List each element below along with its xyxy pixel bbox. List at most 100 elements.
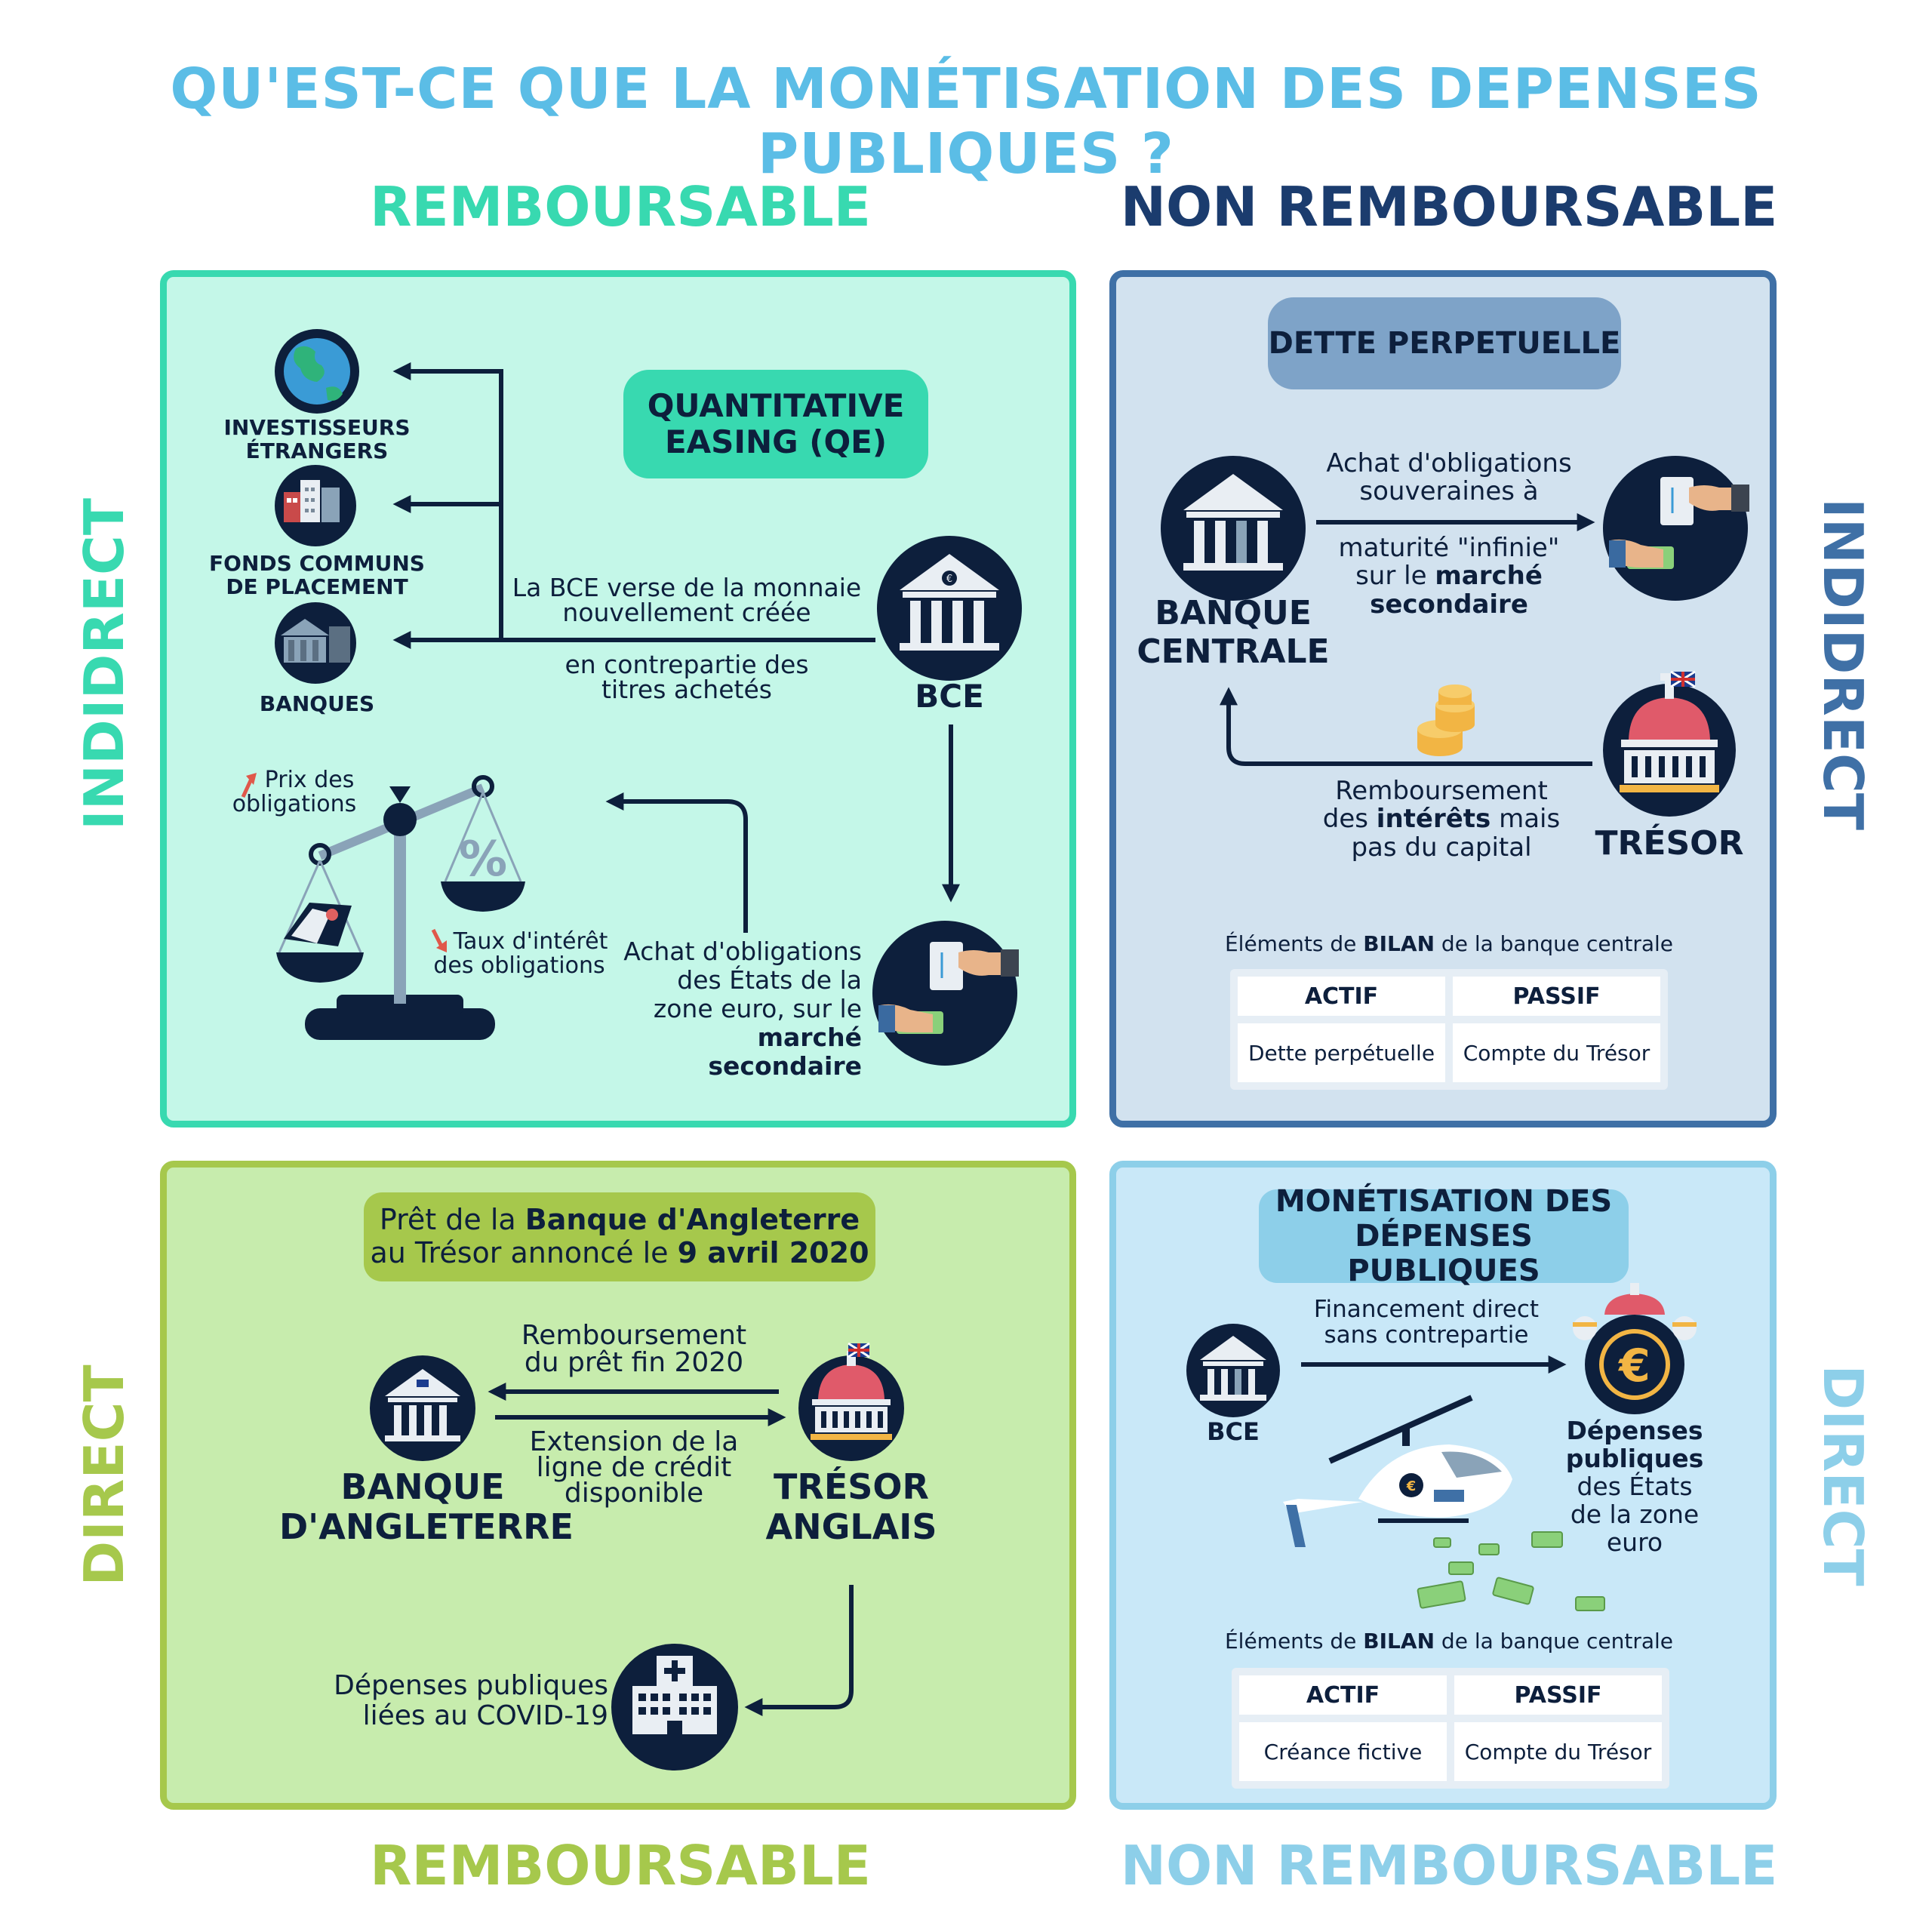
qe-pill-line1: QUANTITATIVE [647, 386, 905, 424]
column-header-right-top: NON REMBOURSABLE [1120, 175, 1778, 238]
bank-icon [275, 602, 356, 684]
column-header-left-bottom: REMBOURSABLE [370, 1834, 871, 1897]
perpetual-maturity-label: maturité "infinie" sur le marché seconda… [1313, 534, 1585, 619]
covid-spending-label: Dépenses publiques liées au COVID-19 [317, 1671, 608, 1730]
bond-price-line1: Prix des [264, 767, 355, 793]
funds-line2: DE PLACEMENT [226, 574, 408, 599]
svg-text:€: € [1617, 1340, 1651, 1392]
banks-label: BANQUES [259, 691, 375, 716]
buildings-icon [275, 465, 356, 546]
repayment-line3: pas du capital [1351, 832, 1532, 863]
qe-flow-bottom-line2: titres achetés [601, 675, 772, 704]
bce-bank-icon: € [877, 536, 1022, 681]
monet-pill-line2: DÉPENSES PUBLIQUES [1347, 1219, 1540, 1288]
bond-exchange-icon [872, 921, 1019, 1066]
euro-spending-line3: des États [1577, 1471, 1693, 1501]
qe-flow-bottom: en contrepartie des titres achetés [498, 652, 875, 702]
boe-bank-icon [370, 1355, 475, 1461]
funds-line1: FONDS COMMUNS [209, 551, 425, 576]
covid-spending-line2: liées au COVID-19 [362, 1700, 608, 1731]
repayment-line2: des intérêts mais [1313, 805, 1570, 833]
funds-label: FONDS COMMUNS DE PLACEMENT [196, 552, 438, 599]
perpetual-maturity-line2: sur le marché [1313, 562, 1585, 590]
qe-flow-top-line2: nouvellement créée [562, 598, 811, 627]
perpetual-maturity-line1: maturité "infinie" [1338, 533, 1560, 563]
banknotes-icon [1417, 1531, 1605, 1611]
euro-spending-line5: euro [1606, 1527, 1663, 1557]
monet-bilan-caption-bold: BILAN [1363, 1629, 1435, 1654]
interest-rate-line1: Taux d'intérêt [453, 928, 608, 955]
monet-pill-line1: MONÉTISATION DES [1275, 1184, 1613, 1219]
central-bank-icon [1161, 456, 1306, 601]
boe-arrows [488, 1383, 854, 1716]
investors-label: INVESTISSEURS ÉTRANGERS [196, 415, 438, 463]
loan-repayment-line2: du prêt fin 2020 [524, 1347, 744, 1378]
direct-financing-label: Financement direct sans contrepartie [1298, 1297, 1555, 1348]
perpetual-pill: DETTE PERPETUELLE [1268, 297, 1621, 389]
uk-flag-icon [1670, 670, 1696, 688]
qe-purchase-label: Achat d'obligations des États de la zone… [604, 937, 862, 1081]
credit-extension-label: Extension de la ligne de crédit disponib… [498, 1428, 770, 1509]
helicopter-icon: € [1283, 1395, 1512, 1547]
bilan-caption-a: Éléments de [1224, 931, 1364, 956]
monet-bilan-caption: Éléments de BILAN de la banque centrale [1177, 1629, 1721, 1654]
boe-pill-text-a: Prêt de la [379, 1203, 525, 1237]
boe-pill-bold-b: 9 avril 2020 [677, 1236, 869, 1269]
central-bank-label: BANQUE CENTRALE [1132, 594, 1334, 671]
qe-purchase-line3: zone euro, sur le [653, 993, 862, 1023]
up-arrow-icon [241, 773, 257, 798]
perpetual-purchase-line1: Achat d'obligations [1326, 448, 1572, 478]
loan-repayment-label: Remboursement du prêt fin 2020 [498, 1322, 770, 1377]
investors-line1: INVESTISSEURS [223, 415, 411, 440]
svg-text:%: % [459, 832, 507, 888]
uk-treasury-line2: ANGLAIS [765, 1506, 937, 1547]
investors-line2: ÉTRANGERS [245, 438, 389, 463]
treasury-dome-icon [1603, 673, 1736, 817]
direct-financing-line1: Financement direct [1313, 1296, 1540, 1323]
uk-treasury-label: TRÉSOR ANGLAIS [747, 1467, 955, 1547]
coins-icon [1417, 685, 1475, 756]
monet-bce-icon [1186, 1324, 1280, 1417]
down-arrow-icon [431, 928, 447, 952]
uk-treasury-line1: TRÉSOR [774, 1466, 929, 1507]
globe-icon [275, 329, 359, 414]
central-bank-line2: CENTRALE [1137, 632, 1330, 671]
euro-spending-label: Dépenses publiques des États de la zone … [1559, 1417, 1710, 1557]
perpetual-passif-value: Compte du Trésor [1453, 1023, 1660, 1082]
maturity-bold: marché [1435, 561, 1543, 592]
boe-pill-text-b: au Trésor annoncé le [370, 1236, 678, 1269]
column-header-right-bottom: NON REMBOURSABLE [1120, 1834, 1778, 1897]
perpetual-purchase-line2: souveraines à [1359, 476, 1539, 507]
monet-bce-label: BCE [1207, 1417, 1260, 1446]
loan-repayment-line1: Remboursement [521, 1320, 747, 1351]
monet-bilan-caption-a: Éléments de [1224, 1629, 1364, 1654]
repayment-bold: intérêts [1376, 804, 1491, 835]
qe-pill: QUANTITATIVE EASING (QE) [623, 370, 928, 478]
uk-treasury-icon [798, 1342, 904, 1461]
perpetual-balance-table: ACTIF PASSIF Dette perpétuelle Compte du… [1230, 969, 1668, 1090]
qe-flow-top: La BCE verse de la monnaie nouvellement … [498, 575, 875, 625]
treasury-label: TRÉSOR [1595, 824, 1744, 863]
balance-scale-icon: % [276, 775, 525, 1040]
monet-balance-table: ACTIF PASSIF Créance fictive Compte du T… [1232, 1668, 1669, 1789]
perpetual-bilan-caption: Éléments de BILAN de la banque centrale [1177, 931, 1721, 956]
bond-price-line2: obligations [232, 790, 357, 817]
credit-extension-line3: disponible [564, 1478, 704, 1509]
repayment-line1: Remboursement [1335, 776, 1548, 806]
boe-label-line1: BANQUE [340, 1466, 505, 1507]
euro-spending-line1: Dépenses [1566, 1416, 1703, 1445]
svg-text:€: € [1406, 1478, 1417, 1494]
perpetual-maturity-line3: secondaire [1370, 589, 1528, 620]
monet-bilan-caption-c: de la banque centrale [1435, 1629, 1673, 1654]
perpetual-arrows [1220, 513, 1595, 766]
qe-arrows [392, 362, 960, 933]
interest-rate-label: Taux d'intérêt des obligations [429, 930, 610, 977]
monet-passif-header: PASSIF [1454, 1675, 1662, 1715]
euro-spending-icon: € [1573, 1283, 1697, 1414]
qe-purchase-line2: des États de la [677, 964, 862, 995]
qe-pill-line2: EASING (QE) [664, 423, 888, 460]
euro-spending-line2: publiques [1565, 1443, 1704, 1473]
bond-exchange-icon-perpetual [1603, 456, 1749, 601]
page-title: QU'EST-CE QUE LA MONÉTISATION DES DEPENS… [170, 57, 1762, 186]
